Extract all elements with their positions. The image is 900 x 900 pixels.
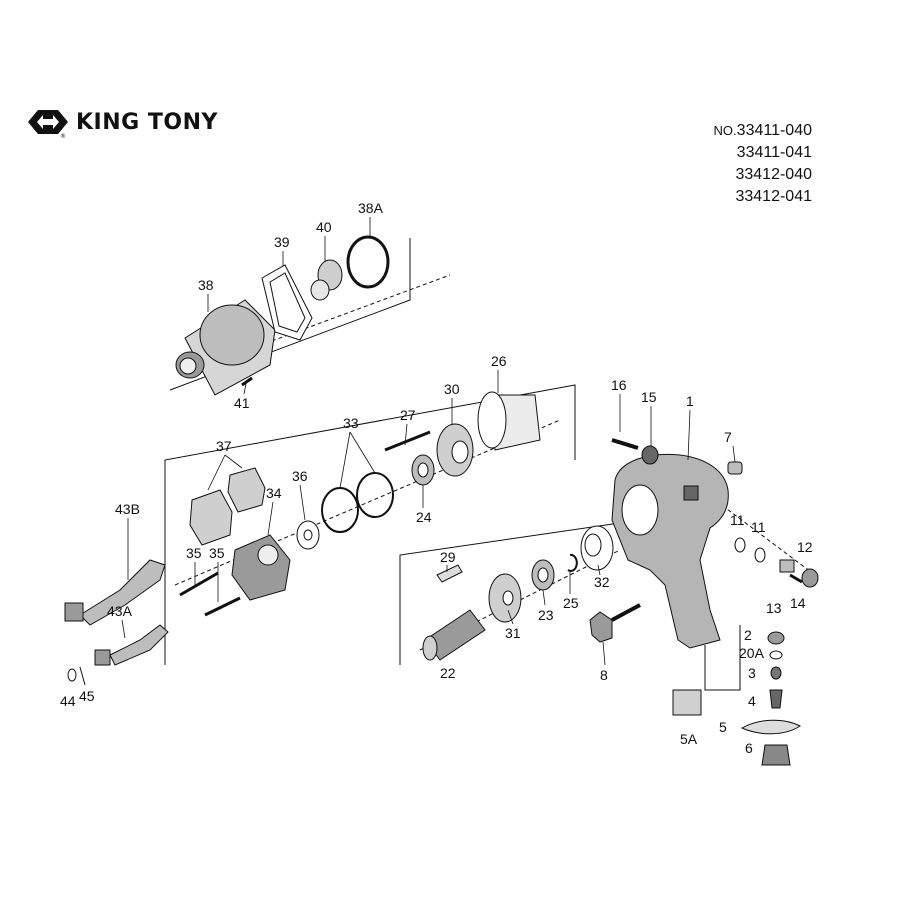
part-valve-stack <box>740 631 801 766</box>
part-36-washer <box>296 520 320 550</box>
part-25-clip <box>567 553 578 572</box>
part-label: 45 <box>79 688 95 704</box>
part-34-hammer-frame <box>231 534 291 601</box>
axis-line-handle <box>654 454 816 576</box>
part-40-bushing <box>310 259 343 301</box>
model-number: 33411-040 <box>736 122 812 139</box>
part-label: 37 <box>216 438 232 454</box>
model-numbers: NO.33411-040 33411-041 33412-040 33412-0… <box>714 120 812 208</box>
part-24-bearing <box>411 454 435 486</box>
part-27-pin <box>384 430 431 452</box>
part-26-cylinder <box>477 391 541 451</box>
part-label: 20A <box>739 645 765 661</box>
part-label: 39 <box>274 234 290 250</box>
frame-line-mechanism <box>164 384 576 665</box>
part-label: 11 <box>730 512 745 528</box>
part-label: 24 <box>416 509 432 525</box>
part-label: 27 <box>400 407 416 423</box>
frame-line-valve <box>704 625 741 691</box>
part-label: 1 <box>686 393 694 409</box>
part-label: 29 <box>440 549 456 565</box>
part-15-plug <box>641 445 659 465</box>
part-label: 43A <box>107 603 133 619</box>
part-label: 38 <box>198 277 214 293</box>
part-label: 32 <box>594 574 610 590</box>
part-label: 26 <box>491 353 507 369</box>
part-label: 36 <box>292 468 308 484</box>
part-8-reverse-valve <box>589 603 641 643</box>
part-33-washers <box>321 472 394 533</box>
part-label: 41 <box>234 395 250 411</box>
part-43B-anvil <box>64 559 166 626</box>
frame-line-motor <box>399 519 641 665</box>
part-label: 30 <box>444 381 460 397</box>
model-number-line-1: NO.33411-040 <box>714 120 812 142</box>
part-5A-filter <box>672 689 702 716</box>
model-number-line-4: 33412-041 <box>735 188 812 205</box>
part-label: 22 <box>440 665 456 681</box>
model-prefix: NO. <box>713 123 737 138</box>
part-label: 6 <box>745 740 753 756</box>
model-number-line-2: 33411-041 <box>736 144 812 161</box>
part-label: 3 <box>748 665 756 681</box>
part-label: 2 <box>744 627 752 643</box>
part-label: 33 <box>343 415 359 431</box>
part-16-screw <box>611 438 639 450</box>
axis-line-case <box>179 274 451 376</box>
brand-logo: ® KING TONY <box>26 104 218 140</box>
part-label: 35 <box>209 545 225 561</box>
part-12-13-14-fitting <box>779 559 819 588</box>
king-tony-logo-icon: ® <box>28 110 68 140</box>
part-label: 5 <box>719 719 727 735</box>
part-label: 7 <box>724 429 732 445</box>
part-11-o-rings <box>734 537 766 563</box>
part-39-gasket <box>261 264 313 341</box>
model-number-line-3: 33412-040 <box>735 166 812 183</box>
part-43A-anvil <box>94 624 169 666</box>
part-37-hammers <box>189 467 266 546</box>
part-label: 13 <box>766 600 782 616</box>
leader-lines <box>121 217 736 666</box>
part-38-hammer-case <box>175 299 276 396</box>
part-29-blades <box>436 564 463 583</box>
svg-text:®: ® <box>60 133 66 140</box>
part-label: 14 <box>790 595 806 611</box>
part-35-pins <box>179 571 241 617</box>
part-label: 34 <box>266 485 282 501</box>
part-label: 15 <box>641 389 657 405</box>
part-label: 23 <box>538 607 554 623</box>
part-label: 4 <box>748 693 756 709</box>
part-label: 43B <box>115 501 140 517</box>
part-label: 11 <box>751 519 766 535</box>
part-7-screw <box>727 461 743 475</box>
part-label: 38A <box>358 200 384 216</box>
part-23-bearing <box>531 559 555 591</box>
part-label: 35 <box>186 545 202 561</box>
part-30-end-plate <box>436 423 474 477</box>
part-label: 25 <box>563 595 579 611</box>
part-38A-o-ring <box>346 235 390 289</box>
part-label: 12 <box>797 539 813 555</box>
part-label: 40 <box>316 219 332 235</box>
part-label: 16 <box>611 377 627 393</box>
part-32-gasket <box>580 525 614 571</box>
part-label: 8 <box>600 667 608 683</box>
part-41-screw <box>241 376 253 387</box>
part-31-end-plate <box>488 573 522 623</box>
part-label: 5A <box>680 731 698 747</box>
assembly-frames <box>164 238 816 691</box>
part-22-rotor <box>422 609 486 661</box>
part-label: 31 <box>505 625 521 641</box>
part-label: 44 <box>60 693 76 709</box>
part-44-45-ring-pin <box>67 666 86 686</box>
part-labels: 1 2 20A 3 4 5 5A 6 7 8 11 11 12 13 14 15… <box>60 200 813 756</box>
part-1-housing <box>611 453 729 649</box>
brand-name: KING TONY <box>76 109 218 135</box>
